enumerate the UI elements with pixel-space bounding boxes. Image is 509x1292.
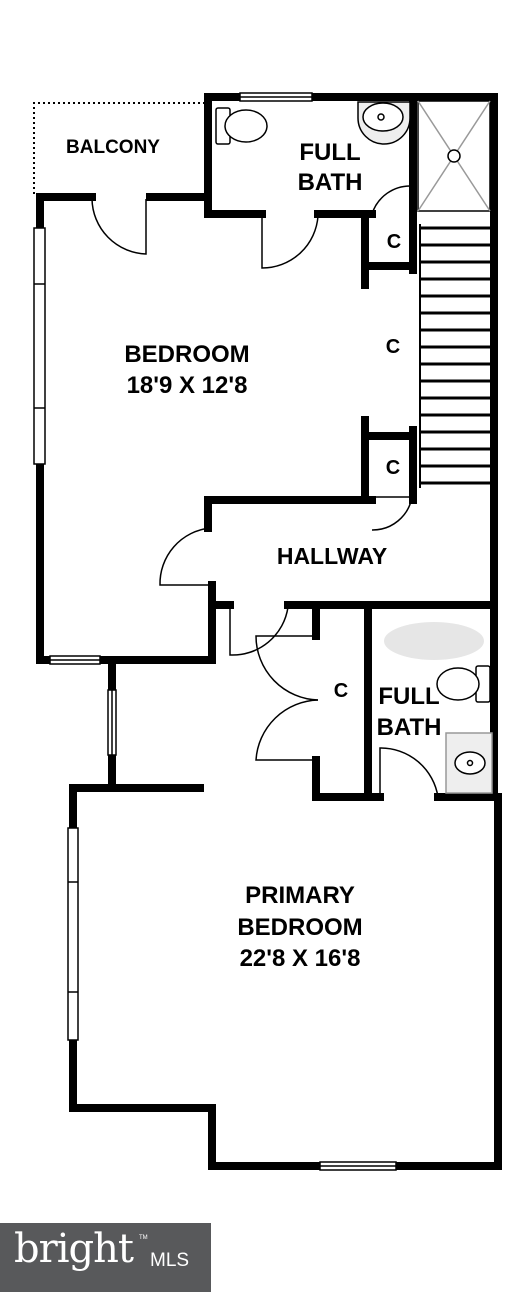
room-labels: BALCONY FULL BATH C C C BEDROOM 18'9 X 1…	[66, 137, 441, 972]
walls	[33, 93, 502, 1170]
door-hallway-down	[229, 606, 289, 656]
label-upper-bath-line1: FULL	[299, 139, 360, 166]
label-closet-3: C	[386, 457, 400, 479]
logo-suffix-text: MLS	[150, 1250, 190, 1271]
stair-treads	[420, 226, 494, 485]
label-closet-1: C	[387, 231, 401, 253]
door-mid-closet-bottom	[255, 699, 319, 761]
label-hallway: HALLWAY	[277, 543, 387, 569]
toilet-lower-icon	[436, 665, 491, 703]
label-balcony: BALCONY	[66, 137, 160, 158]
shower-icon	[417, 100, 491, 212]
door-closet-upper	[371, 185, 413, 215]
bedroom-wall-bottom-b	[96, 601, 216, 664]
label-primary-dims: 22'8 X 16'8	[240, 945, 361, 972]
label-lower-bath-line1: FULL	[378, 683, 439, 710]
primary-wall-left-b	[69, 1036, 324, 1170]
doors	[91, 185, 439, 798]
door-upper-bath	[261, 215, 319, 269]
fixtures	[215, 100, 493, 794]
mid-closet-wall-left-b	[312, 756, 376, 801]
label-bedroom-name: BEDROOM	[124, 341, 249, 368]
toilet-upper-icon	[215, 107, 268, 145]
label-primary-line2: BEDROOM	[237, 914, 362, 941]
primary-wall-bottom-right	[392, 793, 502, 1170]
label-bedroom-dims: 18'9 X 12'8	[127, 372, 248, 399]
door-lower-bath	[379, 747, 439, 798]
balcony-rail	[33, 102, 205, 194]
windows	[33, 92, 397, 1171]
sink-lower-icon	[445, 732, 493, 794]
door-balcony	[91, 198, 147, 255]
door-hallway-bedroom	[159, 527, 211, 586]
window-bedroom-left	[33, 227, 46, 465]
label-upper-bath-line2: BATH	[298, 169, 363, 196]
logo-trademark: TM	[139, 1235, 148, 1241]
upper-bath-wall-top-right	[308, 93, 498, 218]
label-primary-line1: PRIMARY	[245, 882, 355, 909]
label-closet-2: C	[386, 336, 400, 358]
label-closet-4: C	[334, 680, 348, 702]
window-primary-left	[67, 827, 79, 1041]
door-mid-closet-top	[255, 635, 319, 701]
door-closet-hall	[371, 496, 413, 531]
sink-upper-icon	[357, 101, 411, 145]
bathtub-icon	[384, 622, 484, 660]
bright-mls-logo: bright TM MLS	[0, 1223, 211, 1292]
logo-brand-text: bright	[14, 1226, 134, 1272]
label-lower-bath-line2: BATH	[377, 714, 442, 741]
